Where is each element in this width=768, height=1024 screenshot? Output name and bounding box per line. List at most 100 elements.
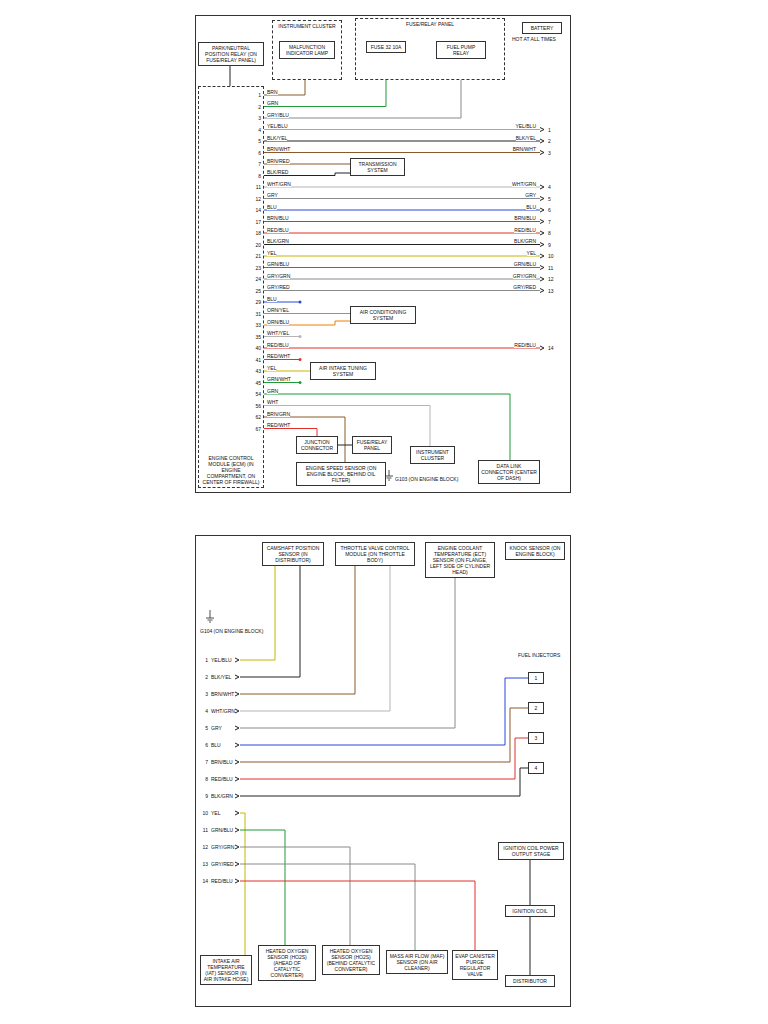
wire xyxy=(240,813,245,955)
sensor-box: HEATED OXYGEN SENSOR (HO2S) (AHEAD OF CA… xyxy=(258,945,316,981)
wire-color: YEL xyxy=(211,810,220,816)
component-name: AIR INTAKE TUNING SYSTEM xyxy=(313,365,373,377)
wire xyxy=(264,198,540,199)
pin-number: 8 xyxy=(258,173,261,179)
sensor-box: HEATED OXYGEN SENSOR (HO2S) (BEHIND CATA… xyxy=(322,945,380,975)
wire-color: GRY xyxy=(267,192,278,198)
connector-number: 7 xyxy=(548,219,551,225)
component-name: THROTTLE VALVE CONTROL MODULE (ON THROTT… xyxy=(338,545,412,563)
pin-number: 11 xyxy=(256,184,261,190)
panel-frame xyxy=(196,536,571,1007)
connector-marker xyxy=(540,254,544,258)
wire-connector xyxy=(264,80,305,95)
wire xyxy=(240,708,528,762)
connector-number: 8 xyxy=(548,230,551,236)
pin-number: 54 xyxy=(255,391,261,397)
connector-marker xyxy=(235,828,239,832)
wire-color: BLK/GRN xyxy=(211,793,233,799)
wire-end xyxy=(299,301,302,304)
fuel-injector: 1 xyxy=(528,672,544,684)
wire-color: BLU xyxy=(526,204,536,210)
wire-color: GRN xyxy=(267,388,278,394)
wire-color: BLK/RED xyxy=(267,169,288,175)
control-module: THROTTLE VALVE CONTROL MODULE (ON THROTT… xyxy=(335,542,415,566)
wire-color: YEL/BLU xyxy=(515,123,536,129)
wire xyxy=(264,256,540,257)
fuse-relay-panel: FUSE/RELAY PANEL FUSE 32 10A FUEL PUMP REL… xyxy=(355,18,505,80)
pin-number: 31 xyxy=(255,311,261,317)
wire-color: BRN/BLU xyxy=(211,759,233,765)
pin-number: 41 xyxy=(255,357,261,363)
connector-marker xyxy=(540,208,544,212)
wire-color: GRN/BLU xyxy=(514,261,536,267)
wire xyxy=(240,847,350,945)
wire-color: WHT/GRN xyxy=(512,181,536,187)
connector-marker xyxy=(540,231,544,235)
wire-color: WHT/YEL xyxy=(267,330,289,336)
junction-connector: JUNCTION CONNECTOR xyxy=(296,436,338,454)
wire-connector xyxy=(530,917,531,975)
wire-color: BRN/WHT xyxy=(267,146,290,152)
wire-connector xyxy=(264,429,317,437)
wire-color: BRN/BLU xyxy=(514,215,536,221)
component-name: DATA LINK CONNECTOR (CENTER OF DASH) xyxy=(481,463,537,481)
wire xyxy=(264,129,540,130)
fuel-injector: 4 xyxy=(528,762,544,774)
wire-color: GRN xyxy=(267,100,278,106)
connector-marker xyxy=(540,139,544,143)
connector-number: 4 xyxy=(548,184,551,190)
wire-color: RED/BLU xyxy=(267,342,289,348)
connector-number: 2 xyxy=(548,138,551,144)
connector-marker xyxy=(235,760,239,764)
wire-color: WHT/GRN xyxy=(267,181,291,187)
pin-number: 3 xyxy=(258,115,261,121)
wire xyxy=(264,382,300,383)
wire xyxy=(264,279,540,280)
wire-color: BLU xyxy=(211,742,221,748)
pin-number: 56 xyxy=(255,403,261,409)
connector-number: 5 xyxy=(548,196,551,202)
ground-symbol xyxy=(206,610,214,622)
pin-number: 14 xyxy=(255,207,261,213)
pin-number: 29 xyxy=(255,299,261,305)
connector-marker xyxy=(235,726,239,730)
wire-end xyxy=(299,381,302,384)
wire-connector xyxy=(530,860,531,905)
connector-number: 7 xyxy=(205,759,208,765)
pin-number: 67 xyxy=(255,426,261,432)
wire-color: YEL/BLU xyxy=(267,123,288,129)
wire-color: GRN/BLU xyxy=(211,827,233,833)
wire-color: GRY/RED xyxy=(267,284,290,290)
fuse-relay-panel: FUSE/RELAY PANEL xyxy=(352,436,392,454)
connector-number: 11 xyxy=(203,827,208,833)
fuel-injector: 2 xyxy=(528,702,544,714)
component-name: FUSE/RELAY PANEL xyxy=(358,21,502,27)
component-name: JUNCTION CONNECTOR xyxy=(299,439,335,451)
component-name: KNOCK SENSOR (ON ENGINE BLOCK) xyxy=(508,545,562,557)
wire xyxy=(240,678,528,745)
wire-color: RED/BLU xyxy=(211,776,233,782)
component-name: FUSE 32 10A xyxy=(369,44,403,50)
connector-marker xyxy=(235,811,239,815)
wire-color: GRY/RED xyxy=(211,861,234,867)
pin-number: 24 xyxy=(255,276,261,282)
pin-number: 25 xyxy=(255,288,261,294)
wire-color: YEL/BLU xyxy=(211,657,232,663)
pin-number: 20 xyxy=(255,242,261,248)
connector-marker xyxy=(235,862,239,866)
connector-number: 6 xyxy=(205,742,208,748)
sensor-box: CAMSHAFT POSITION SENSOR (IN DISTRIBUTOR… xyxy=(262,542,324,566)
connector-marker xyxy=(540,266,544,270)
pin-number: 23 xyxy=(255,265,261,271)
wire xyxy=(264,210,540,211)
relay: FUEL PUMP RELAY xyxy=(436,41,486,59)
wire-color: BLK/YEL xyxy=(267,135,287,141)
connector-marker xyxy=(235,845,239,849)
pin-number: 4 xyxy=(258,127,261,133)
wire xyxy=(240,578,455,728)
connector-marker xyxy=(540,346,544,350)
wire-color: BRN xyxy=(267,89,278,95)
wire-color: RED/WHT xyxy=(267,353,290,359)
system-box: TRANSMISSION SYSTEM xyxy=(350,158,405,176)
